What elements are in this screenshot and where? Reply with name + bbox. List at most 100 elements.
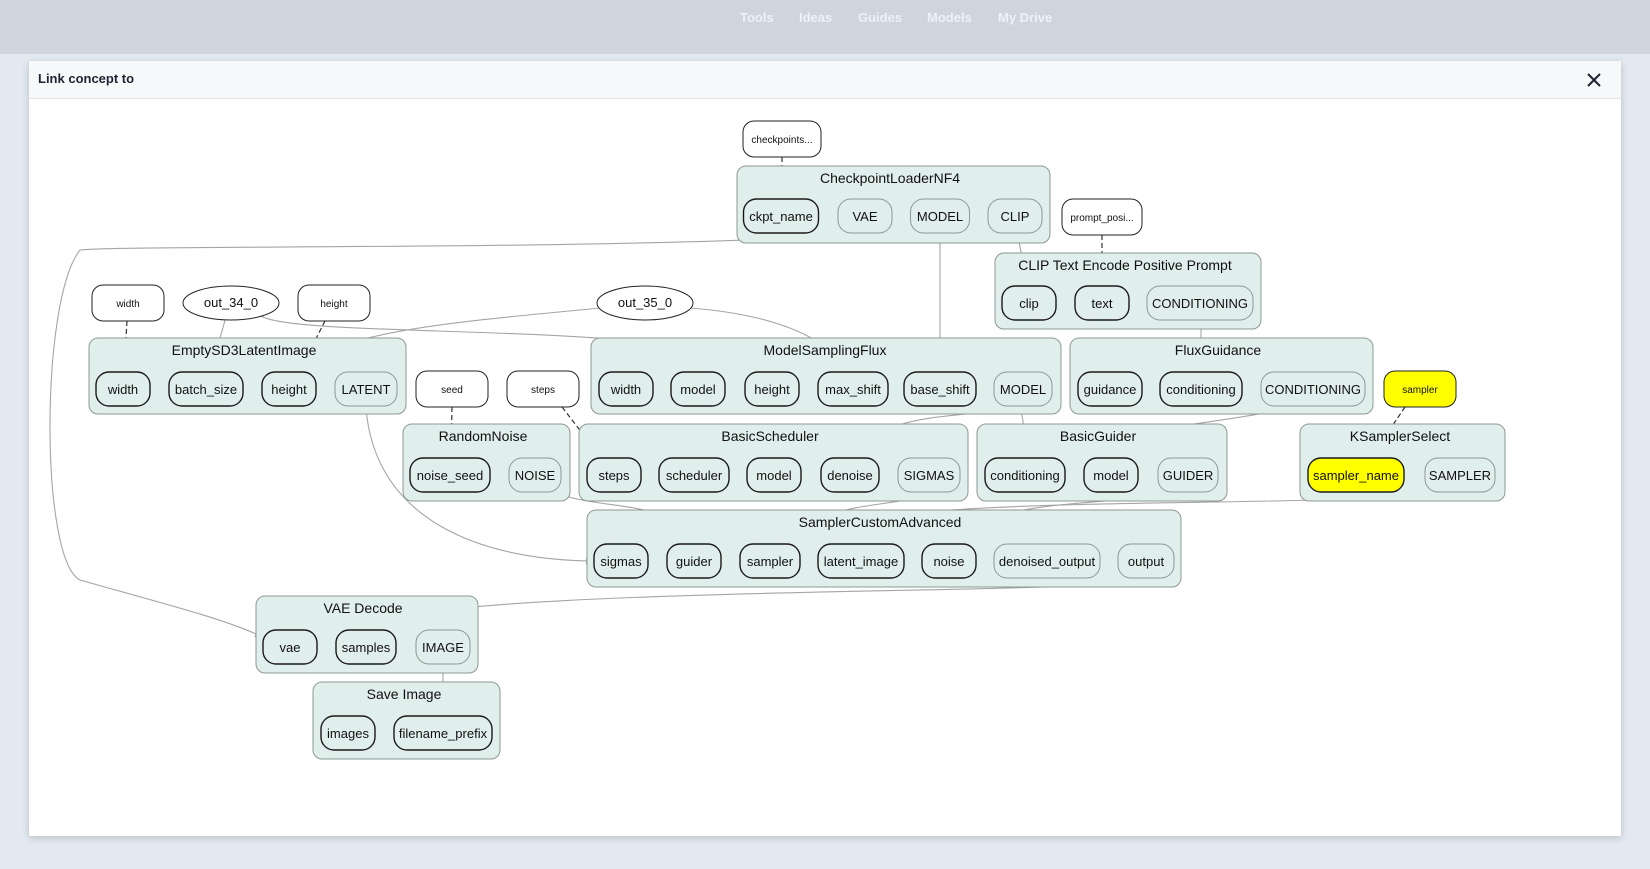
port-sigmas[interactable]: sigmas bbox=[593, 543, 649, 579]
port-output[interactable]: output bbox=[1117, 543, 1175, 579]
port-label: height bbox=[754, 382, 790, 397]
port-box bbox=[910, 198, 970, 234]
port-noise-seed[interactable]: noise_seed bbox=[409, 457, 491, 493]
port-guider[interactable]: GUIDER bbox=[1157, 457, 1219, 493]
port-box bbox=[335, 629, 397, 665]
port-text[interactable]: text bbox=[1074, 285, 1130, 321]
port-label: images bbox=[327, 726, 369, 741]
port-label: base_shift bbox=[910, 382, 970, 397]
input-label: height bbox=[320, 299, 347, 310]
nav-item-guides[interactable]: Guides bbox=[858, 10, 903, 25]
port-box bbox=[903, 371, 977, 407]
nav-item-models[interactable]: Models bbox=[927, 10, 972, 25]
port-model[interactable]: MODEL bbox=[910, 198, 970, 234]
port-noise[interactable]: NOISE bbox=[508, 457, 562, 493]
input-out-34-0[interactable]: out_34_0 bbox=[182, 285, 280, 321]
port-model[interactable]: MODEL bbox=[993, 371, 1053, 407]
node-samplercustomadvanced[interactable]: SamplerCustomAdvanced sigmas guider sampler… bbox=[586, 509, 1182, 588]
port-image[interactable]: IMAGE bbox=[415, 629, 471, 665]
input-seed[interactable]: seed bbox=[415, 370, 489, 408]
port-vae[interactable]: VAE bbox=[837, 198, 893, 234]
port-model[interactable]: model bbox=[1083, 457, 1139, 493]
input-height[interactable]: height bbox=[297, 284, 371, 322]
port-conditioning[interactable]: conditioning bbox=[984, 457, 1066, 493]
port-label: model bbox=[756, 468, 792, 483]
port-steps[interactable]: steps bbox=[586, 457, 642, 493]
port-height[interactable]: height bbox=[261, 371, 317, 407]
port-batch-size[interactable]: batch_size bbox=[168, 371, 244, 407]
port-conditioning[interactable]: conditioning bbox=[1159, 371, 1243, 407]
port-label: scheduler bbox=[666, 468, 723, 483]
port-scheduler[interactable]: scheduler bbox=[658, 457, 730, 493]
port-box bbox=[598, 371, 654, 407]
port-guidance[interactable]: guidance bbox=[1077, 371, 1143, 407]
port-conditioning[interactable]: CONDITIONING bbox=[1146, 285, 1254, 321]
port-sigmas[interactable]: SIGMAS bbox=[897, 457, 961, 493]
port-width[interactable]: width bbox=[598, 371, 654, 407]
port-sampler[interactable]: sampler bbox=[739, 543, 801, 579]
port-filename-prefix[interactable]: filename_prefix bbox=[393, 715, 493, 751]
port-latent-image[interactable]: latent_image bbox=[817, 543, 905, 579]
port-images[interactable]: images bbox=[320, 715, 376, 751]
port-sampler-name[interactable]: sampler_name bbox=[1307, 457, 1405, 493]
input-out-35-0[interactable]: out_35_0 bbox=[596, 285, 694, 321]
port-clip[interactable]: CLIP bbox=[987, 198, 1043, 234]
port-box bbox=[746, 457, 802, 493]
port-box bbox=[897, 457, 961, 493]
input-shape bbox=[182, 285, 280, 321]
input-prompt-posi[interactable]: prompt_posi... bbox=[1061, 198, 1143, 236]
link-edge bbox=[365, 407, 594, 565]
port-clip[interactable]: clip bbox=[1001, 285, 1057, 321]
port-label: VAE bbox=[852, 209, 877, 224]
port-max-shift[interactable]: max_shift bbox=[817, 371, 889, 407]
close-button[interactable] bbox=[1585, 71, 1603, 89]
port-base-shift[interactable]: base_shift bbox=[903, 371, 977, 407]
port-guider[interactable]: guider bbox=[666, 543, 722, 579]
input-width[interactable]: width bbox=[91, 284, 165, 322]
port-denoise[interactable]: denoise bbox=[820, 457, 880, 493]
port-label: GUIDER bbox=[1163, 468, 1214, 483]
input-steps[interactable]: steps bbox=[506, 370, 580, 408]
port-height[interactable]: height bbox=[744, 371, 800, 407]
nav-item-my-drive[interactable]: My Drive bbox=[998, 10, 1053, 25]
port-ckpt-name[interactable]: ckpt_name bbox=[742, 198, 820, 234]
input-label: checkpoints... bbox=[751, 135, 812, 146]
input-checkpoints[interactable]: checkpoints... bbox=[742, 120, 822, 158]
port-label: noise_seed bbox=[417, 468, 484, 483]
port-model[interactable]: model bbox=[670, 371, 726, 407]
node-frame bbox=[88, 337, 407, 415]
node-title: VAE Decode bbox=[323, 600, 402, 616]
input-sampler[interactable]: sampler bbox=[1383, 370, 1457, 408]
nav-item-tools[interactable]: Tools bbox=[740, 10, 774, 25]
port-conditioning[interactable]: CONDITIONING bbox=[1260, 371, 1366, 407]
port-vae[interactable]: vae bbox=[262, 629, 318, 665]
port-label: conditioning bbox=[1166, 382, 1235, 397]
port-label: height bbox=[271, 382, 307, 397]
node-vae-decode[interactable]: VAE Decode vae samples IMAGE bbox=[255, 595, 479, 674]
port-samples[interactable]: samples bbox=[335, 629, 397, 665]
port-denoised-output[interactable]: denoised_output bbox=[993, 543, 1101, 579]
port-box bbox=[1077, 371, 1143, 407]
input-label: out_35_0 bbox=[618, 295, 672, 310]
port-width[interactable]: width bbox=[95, 371, 151, 407]
port-box bbox=[817, 543, 905, 579]
nav-item-ideas[interactable]: Ideas bbox=[799, 10, 833, 25]
port-model[interactable]: model bbox=[746, 457, 802, 493]
port-label: vae bbox=[280, 640, 301, 655]
port-box bbox=[415, 629, 471, 665]
port-box bbox=[1424, 457, 1496, 493]
port-noise[interactable]: noise bbox=[921, 543, 977, 579]
node-title: SamplerCustomAdvanced bbox=[799, 514, 962, 530]
port-sampler[interactable]: SAMPLER bbox=[1424, 457, 1496, 493]
port-latent[interactable]: LATENT bbox=[334, 371, 398, 407]
